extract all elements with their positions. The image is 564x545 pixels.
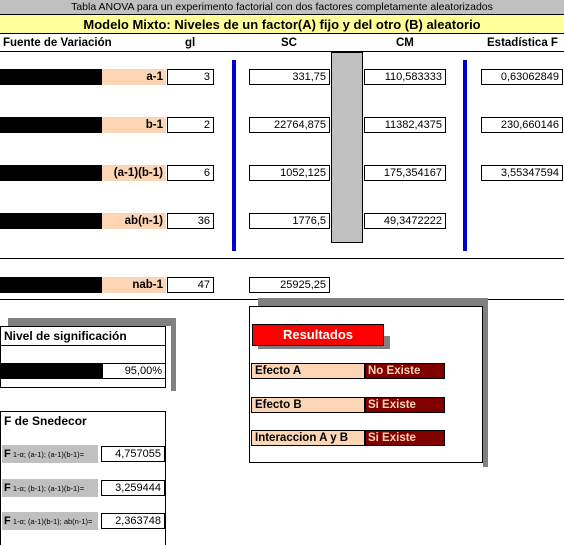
result-label: Interaccion A y B: [251, 430, 365, 446]
f-subscript: 1-α; (a-1); (a-1)(b-1): [12, 450, 80, 459]
result-value: Si Existe: [365, 397, 445, 413]
table-divider: [0, 258, 564, 259]
results-button[interactable]: Resultados: [252, 324, 384, 346]
result-value: Si Existe: [365, 430, 445, 446]
sc-cell: 1052,125: [249, 165, 330, 181]
row-bar: [0, 117, 102, 133]
separator-right: [463, 60, 467, 251]
results-shadow-right: [483, 298, 488, 467]
row-label: b-1: [102, 117, 166, 133]
f-symbol-3: F 1-α; (a-1)(b-1); ab(n-1)=: [2, 512, 98, 530]
f-equals: =: [88, 517, 93, 526]
gl-cell: 36: [167, 213, 214, 229]
total-label: nab-1: [102, 277, 166, 293]
f-equals: =: [79, 450, 85, 459]
f-subscript: 1-α; (b-1); (a-1)(b-1): [12, 484, 80, 493]
gl-cell: 6: [167, 165, 214, 181]
significance-bar: [0, 363, 102, 379]
total-bar: [0, 277, 102, 293]
f-cell: 0,63062849: [481, 69, 563, 85]
result-label: Efecto B: [251, 397, 365, 413]
result-label: Efecto A: [251, 363, 365, 379]
significance-input[interactable]: 95,00%: [102, 363, 166, 379]
significance-shadow-top: [8, 318, 176, 326]
cm-cell: 175,354167: [364, 165, 446, 181]
row-bar: [0, 213, 102, 229]
col-gl: gl: [185, 37, 196, 49]
gray-column-block: [331, 52, 363, 243]
f-symbol-2: F 1-α; (b-1); (a-1)(b-1)=: [2, 479, 98, 497]
significance-title: Nivel de significación: [1, 327, 165, 346]
significance-shadow: [171, 318, 176, 391]
gl-cell: 3: [167, 69, 214, 85]
row-bar: [0, 69, 102, 85]
col-f: Estadística F: [487, 37, 558, 49]
f-equals: =: [79, 484, 85, 493]
row-label: a-1: [102, 69, 166, 85]
cm-cell: 110,583333: [364, 69, 446, 85]
results-shadow-top: [258, 298, 488, 306]
snedecor-title: F de Snedecor: [4, 414, 87, 428]
separator-left: [232, 60, 236, 251]
result-value: No Existe: [365, 363, 445, 379]
col-fuente: Fuente de Variación: [3, 37, 112, 49]
cm-cell: 11382,4375: [364, 117, 446, 133]
f-crit-value: 4,757055: [101, 446, 165, 462]
row-label: (a-1)(b-1): [102, 165, 166, 181]
row-bar: [0, 165, 102, 181]
f-cell: 230,660146: [481, 117, 563, 133]
row-label: ab(n-1): [102, 213, 166, 229]
total-gl-cell: 47: [167, 277, 214, 293]
gl-cell: 2: [167, 117, 214, 133]
cm-cell: 49,3472222: [364, 213, 446, 229]
f-symbol-1: F 1-α; (a-1); (a-1)(b-1)=: [2, 445, 98, 463]
f-crit-value: 2,363748: [101, 513, 165, 529]
f-cell: 3,55347594: [481, 165, 563, 181]
col-cm: CM: [396, 37, 414, 49]
sc-cell: 331,75: [249, 69, 330, 85]
col-sc: SC: [281, 37, 297, 49]
sc-cell: 22764,875: [249, 117, 330, 133]
header-divider: [0, 51, 564, 52]
total-sc-cell: 25925,25: [249, 277, 330, 293]
sc-cell: 1776,5: [249, 213, 330, 229]
model-title: Modelo Mixto: Niveles de un factor(A) fi…: [0, 15, 564, 34]
f-crit-value: 3,259444: [101, 480, 165, 496]
anova-banner: Tabla ANOVA para un experimento factoria…: [0, 0, 564, 15]
f-subscript: 1-α; (a-1)(b-1); ab(n-1): [12, 517, 89, 526]
